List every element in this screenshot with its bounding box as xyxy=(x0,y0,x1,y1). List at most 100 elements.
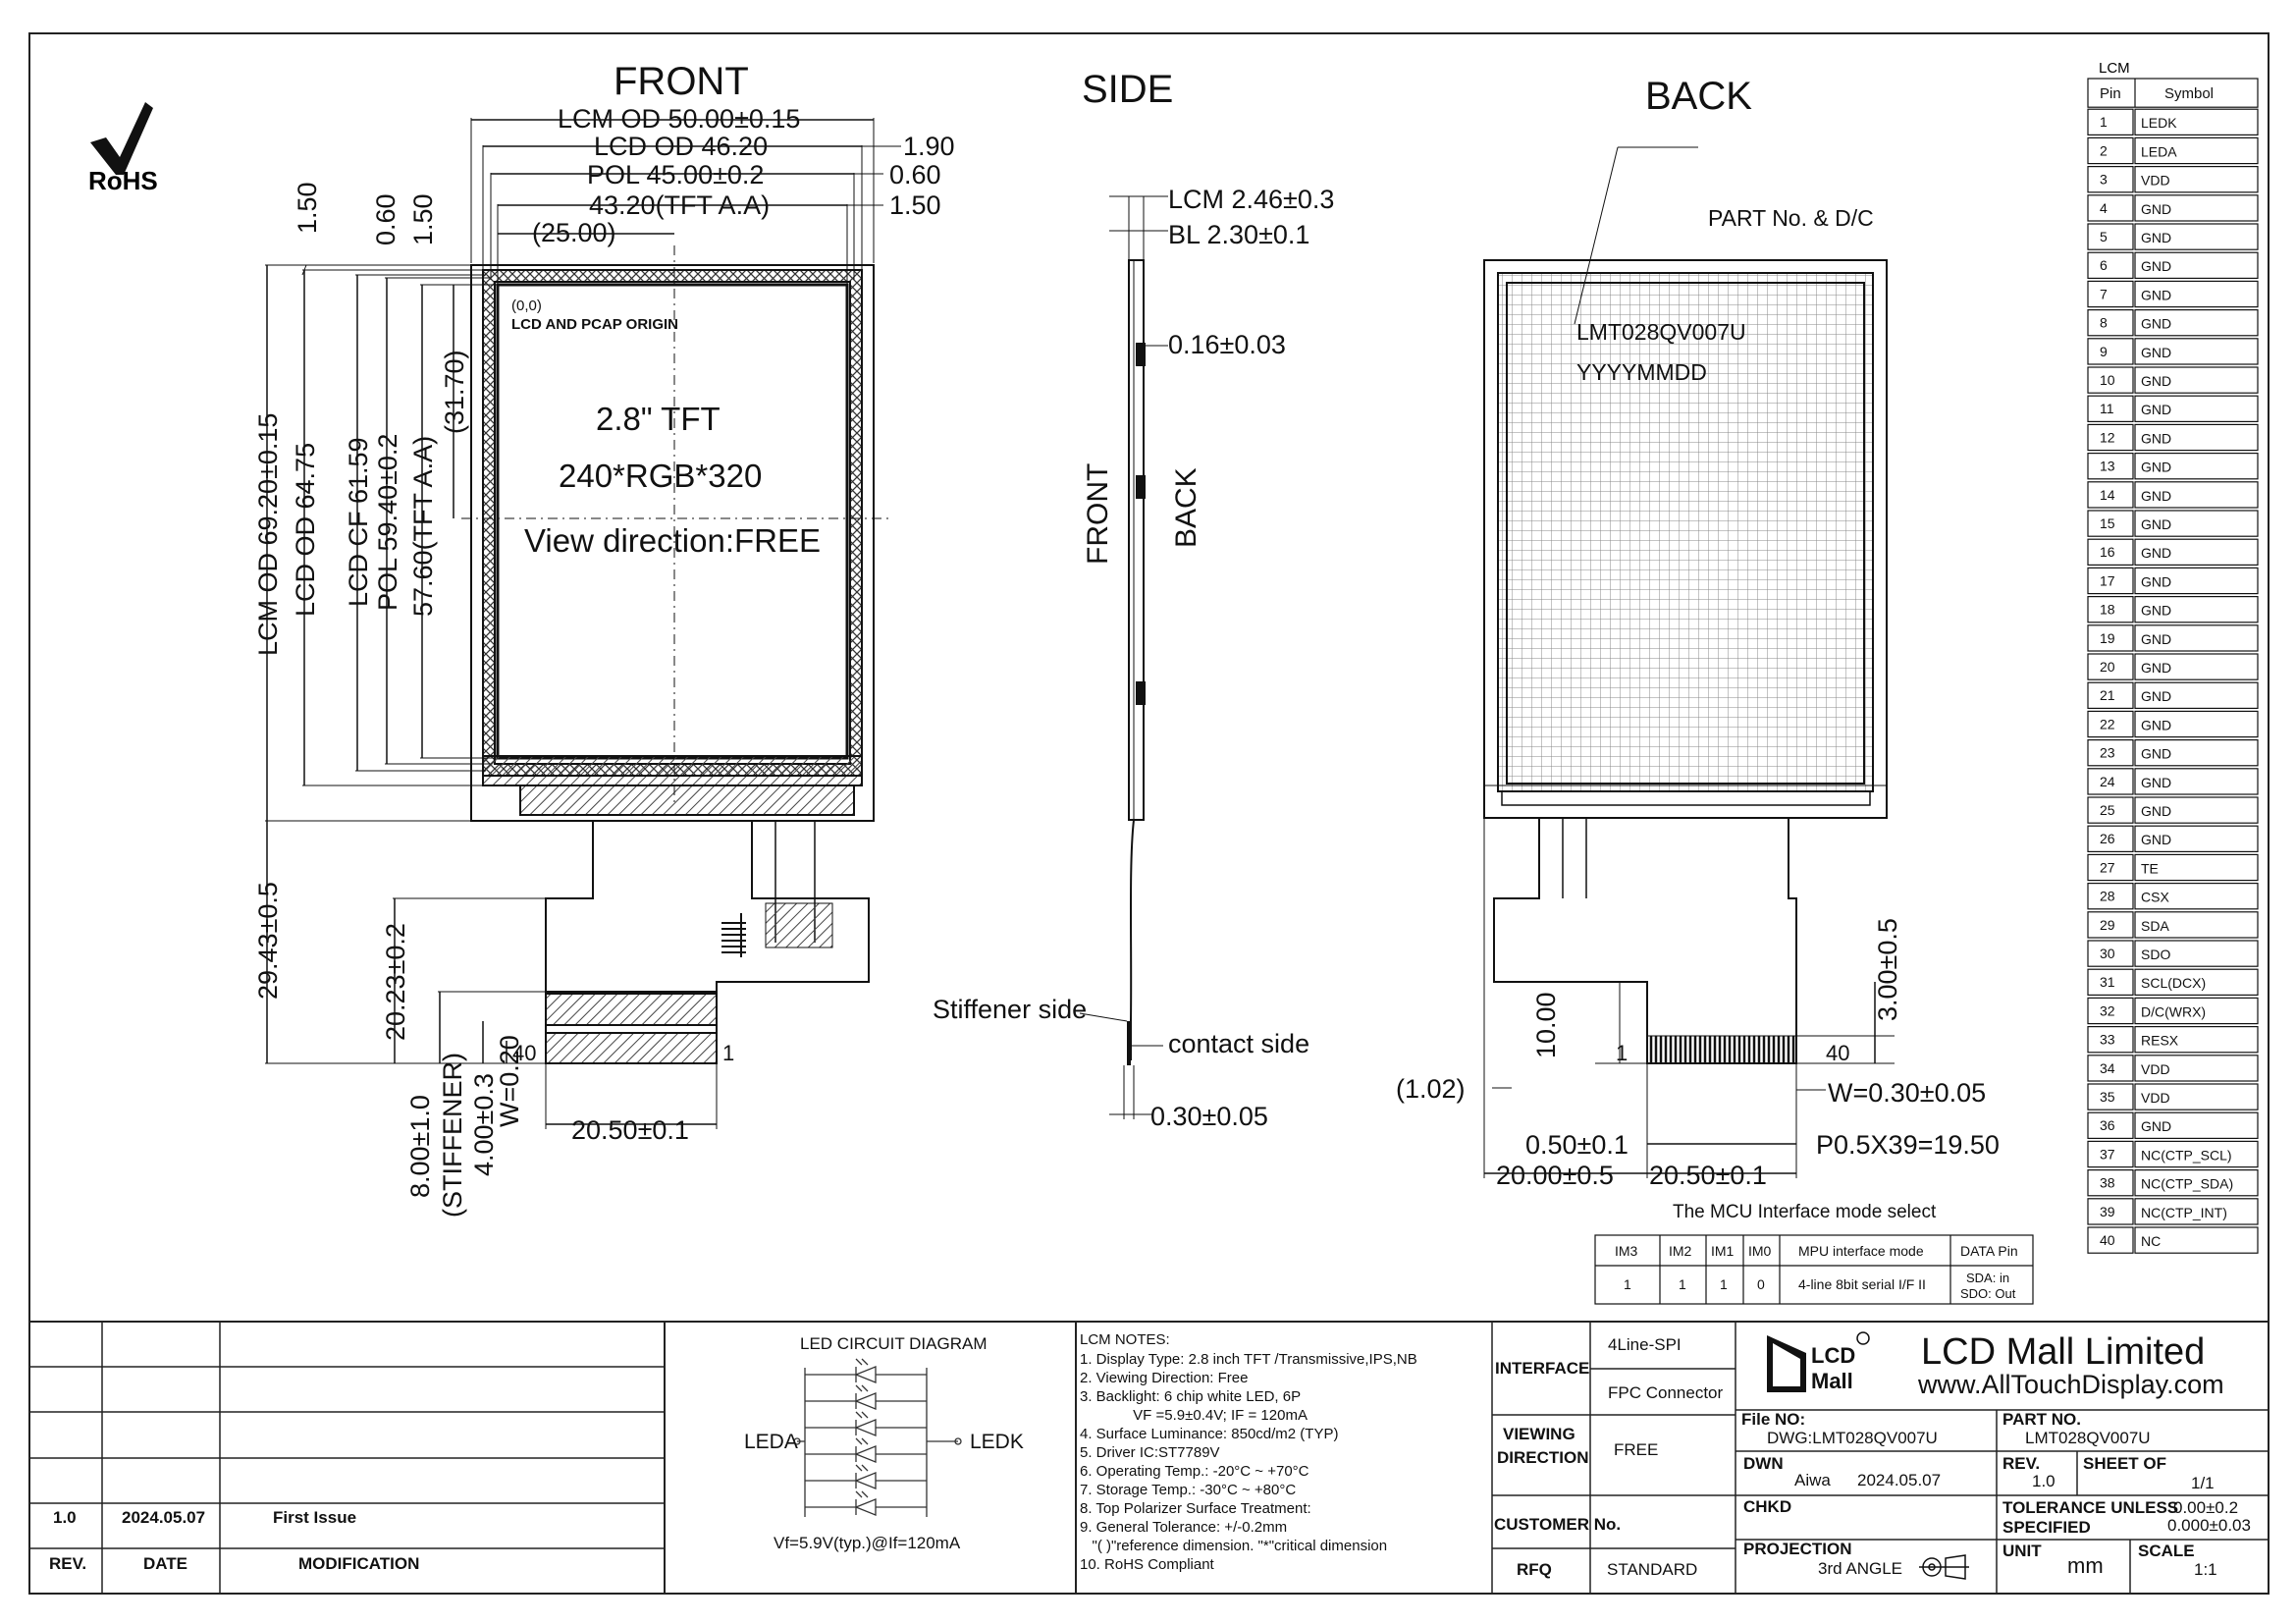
pin-symbol: VDD xyxy=(2141,1061,2170,1077)
pin-symbol: GND xyxy=(2141,345,2171,360)
origin-coord: (0,0) xyxy=(511,298,542,314)
side-back-label: BACK xyxy=(1170,467,1202,548)
pin-cell xyxy=(2087,997,2134,1025)
dim-v-150a: 1.50 xyxy=(293,182,322,234)
dim-back-300: 3.00±0.5 xyxy=(1873,918,1902,1021)
pin-cell xyxy=(2087,681,2134,710)
origin-label: LCD AND PCAP ORIGIN xyxy=(511,316,678,333)
back-partno: LMT028QV007U xyxy=(1576,319,1746,345)
pin-cell xyxy=(2087,366,2134,394)
pin-symbol: GND xyxy=(2141,516,2171,532)
rev-header: REV. xyxy=(49,1554,86,1573)
pin-symbol: GND xyxy=(2141,316,2171,332)
view-direction: View direction:FREE xyxy=(524,522,821,559)
company-website: www.AllTouchDisplay.com xyxy=(1917,1370,2224,1399)
pin-cell xyxy=(2087,481,2134,509)
pin-cell xyxy=(2087,1111,2134,1139)
pin-number: 19 xyxy=(2100,630,2115,646)
pin-symbol: GND xyxy=(2141,460,2171,475)
pin-number: 36 xyxy=(2100,1117,2115,1133)
interface-value-2: FPC Connector xyxy=(1608,1383,1723,1402)
symbol-cell xyxy=(2134,1025,2259,1054)
fpc-components xyxy=(721,913,746,957)
pin-number: 29 xyxy=(2100,917,2115,933)
pin-symbol: VDD xyxy=(2141,1090,2170,1106)
symbol-cell xyxy=(2134,136,2259,165)
pin-number: 8 xyxy=(2100,315,2108,331)
pin-number: 37 xyxy=(2100,1146,2115,1162)
note-7: 7. Storage Temp.: -30°C ~ +80°C xyxy=(1080,1482,1296,1498)
symbol-cell xyxy=(2134,738,2259,767)
dim-400: 4.00±0.3 xyxy=(469,1073,499,1176)
dim-v-060: 0.60 xyxy=(371,193,400,245)
pin-symbol: GND xyxy=(2141,775,2171,790)
dim-back-1000: 10.00 xyxy=(1531,992,1561,1058)
scale-value: 1:1 xyxy=(2194,1560,2217,1579)
pin-number: 14 xyxy=(2100,487,2115,503)
note-1: 1. Display Type: 2.8 inch TFT /Transmiss… xyxy=(1080,1351,1417,1368)
pin-table-header xyxy=(2087,78,2259,108)
rfq-label: RFQ xyxy=(1517,1560,1552,1579)
back-outline xyxy=(1483,259,1888,819)
pin-cell xyxy=(2087,423,2134,452)
led-diode-icon xyxy=(854,1472,877,1489)
pin-number: 13 xyxy=(2100,459,2115,474)
dim-bl-t: BL 2.30±0.1 xyxy=(1168,220,1309,249)
dim-lcd-od-w: LCD OD 46.20 xyxy=(594,132,768,161)
scale-label: SCALE xyxy=(2138,1542,2195,1560)
note-3: 3. Backlight: 6 chip white LED, 6P xyxy=(1080,1388,1301,1405)
mcu-table: The MCU Interface mode select xyxy=(1594,1202,2034,1305)
back-fpc-contacts xyxy=(1646,1035,1797,1064)
pin-number: 30 xyxy=(2100,946,2115,961)
symbol-cell xyxy=(2134,481,2259,509)
rev-date: 2024.05.07 xyxy=(122,1508,205,1527)
symbol-cell xyxy=(2134,510,2259,537)
dwn-name: Aiwa xyxy=(1794,1471,1831,1489)
front-fpc-contacts xyxy=(545,993,718,1026)
file-no: DWG:LMT028QV007U xyxy=(1767,1429,1938,1447)
pin-symbol: GND xyxy=(2141,688,2171,704)
symbol-cell xyxy=(2134,1168,2259,1197)
dim-tft-aa-h: 57.60(TFT A.A) xyxy=(408,436,438,617)
pin-symbol: SDA xyxy=(2141,918,2169,934)
pin-cell xyxy=(2087,853,2134,882)
pin-cell xyxy=(2087,911,2134,939)
pin-number: 16 xyxy=(2100,544,2115,560)
pin-number: 32 xyxy=(2100,1002,2115,1018)
symbol-cell xyxy=(2134,338,2259,365)
dim-190: 1.90 xyxy=(903,132,955,161)
pin-cell xyxy=(2087,768,2134,795)
pin-cell xyxy=(2087,510,2134,537)
pin-number: 31 xyxy=(2100,974,2115,990)
symbol-cell xyxy=(2134,309,2259,337)
tol-value-2: 0.000±0.03 xyxy=(2167,1516,2251,1535)
pin-cell xyxy=(2087,738,2134,767)
note-9b: "( )"reference dimension. "*"critical di… xyxy=(1080,1538,1387,1554)
pin-number: 40 xyxy=(2100,1232,2115,1248)
dim-back-w030: W=0.30±0.05 xyxy=(1828,1078,1986,1108)
symbol-cell xyxy=(2134,997,2259,1025)
pin-symbol: LEDK xyxy=(2141,115,2177,131)
led-title: LED CIRCUIT DIAGRAM xyxy=(800,1334,988,1353)
pin-number: 15 xyxy=(2100,515,2115,531)
symbol-cell xyxy=(2134,911,2259,939)
lcm-notes: LCM NOTES: 1. Display Type: 2.8 inch TFT… xyxy=(1080,1331,1417,1573)
rev-value: 1.0 xyxy=(53,1508,77,1527)
symbol-cell xyxy=(2134,423,2259,452)
pin-symbol: GND xyxy=(2141,201,2171,217)
pin-symbol: GND xyxy=(2141,631,2171,647)
revision-table: 1.0 2024.05.07 First Issue REV. DATE MOD… xyxy=(49,1508,419,1573)
contact-side: contact side xyxy=(1168,1029,1309,1058)
rohs-text: RoHS xyxy=(88,166,158,195)
side-labels: LCM 2.46±0.3 BL 2.30±0.1 0.16±0.03 FRONT… xyxy=(933,185,1334,1131)
sheet-label: SHEET OF xyxy=(2083,1454,2166,1473)
pin-number: 25 xyxy=(2100,802,2115,818)
rev-mod: First Issue xyxy=(273,1508,356,1527)
pin-cell xyxy=(2087,882,2134,910)
pin-cell xyxy=(2087,825,2134,853)
led-ledk: LEDK xyxy=(970,1431,1024,1453)
ic-area xyxy=(519,785,855,816)
dim-w2050: 20.50±0.1 xyxy=(571,1115,689,1145)
symbol-cell xyxy=(2134,968,2259,997)
mcu-h-im1: IM1 xyxy=(1711,1243,1735,1259)
